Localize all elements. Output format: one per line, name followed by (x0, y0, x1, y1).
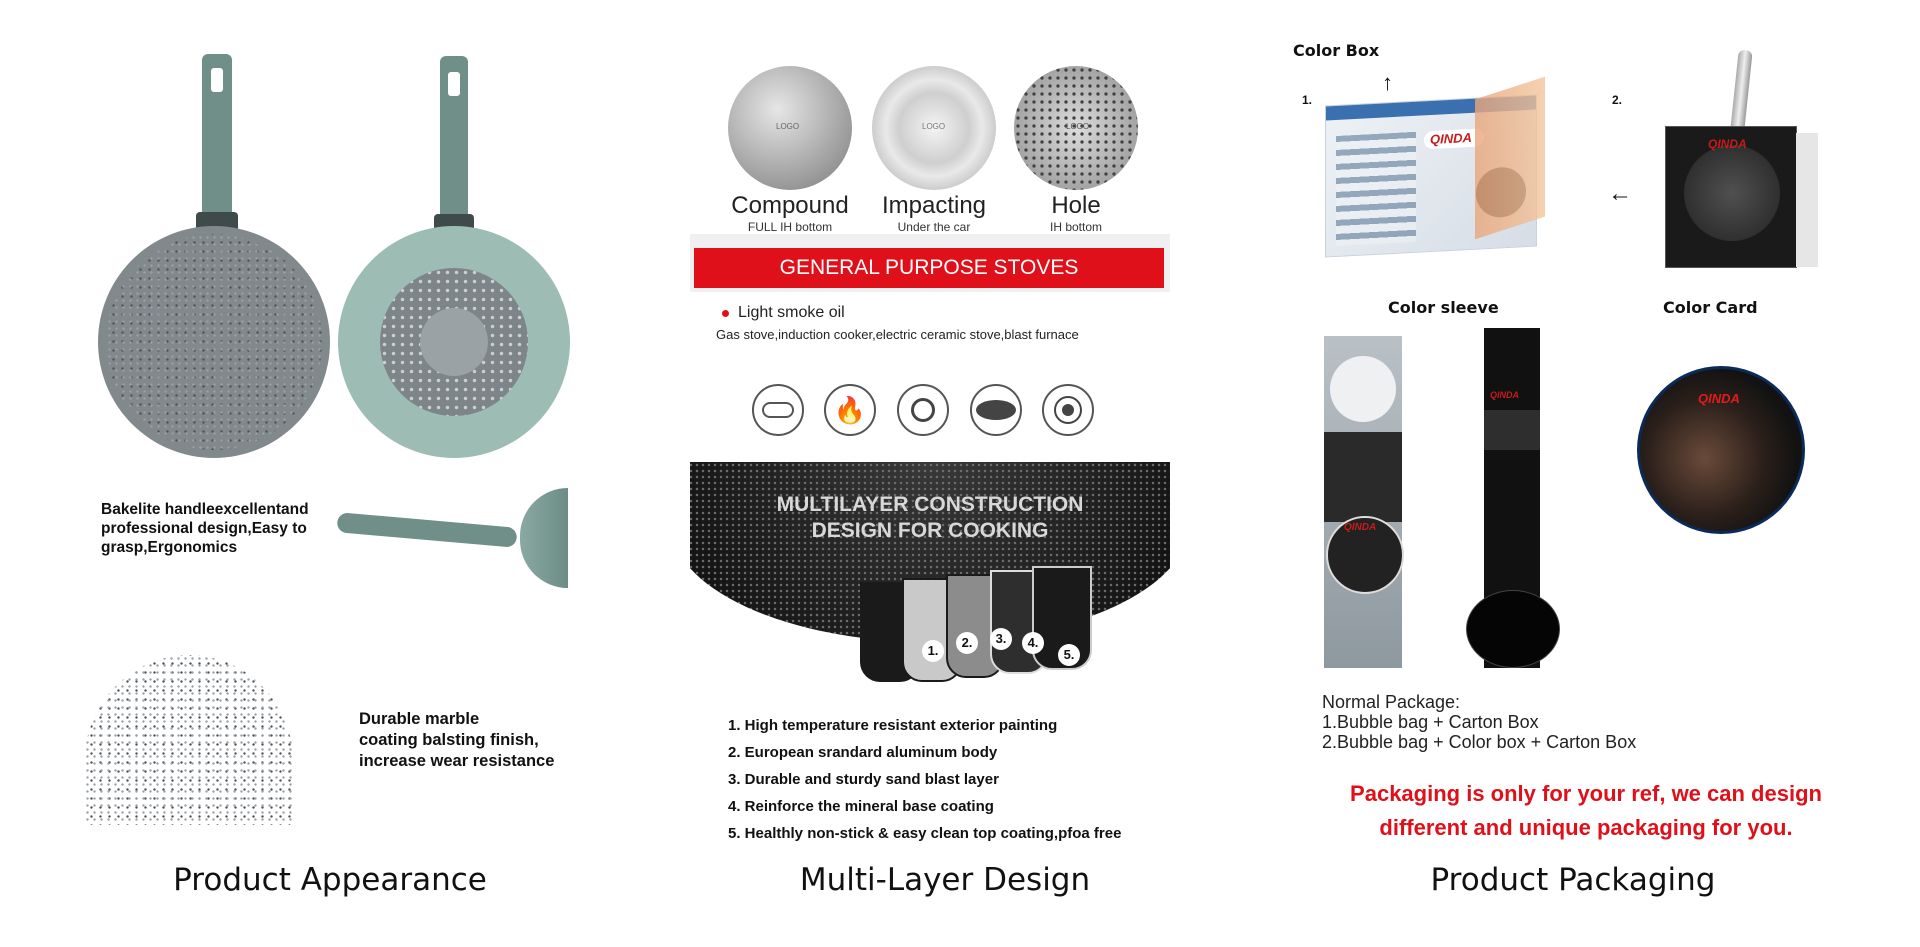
layer-list-item: 1. High temperature resistant exterior p… (728, 717, 1058, 734)
section-caption: Product Packaging (1430, 862, 1716, 898)
handle-text-line: grasp,Ergonomics (101, 539, 238, 556)
left-arrow-icon: ← (1608, 180, 1632, 207)
handle-text-line: professional design,Easy to (101, 520, 307, 537)
oil-text: Light smoke oil (738, 304, 845, 321)
coating-text-line: increase wear resistance (359, 752, 555, 770)
logo-mark: LOGO (922, 122, 946, 131)
induction-coil-icon (752, 384, 804, 436)
brand-logo: QINDA (1430, 129, 1472, 148)
layer-list-item: 3. Durable and sturdy sand blast layer (728, 771, 999, 788)
pan-side-view (520, 488, 568, 588)
hole-bottom-disc (1014, 66, 1138, 190)
electric-hob-icon (1042, 384, 1094, 436)
pan-base-center (420, 308, 488, 376)
logo-mark: LOGO (776, 122, 800, 131)
coating-text-line: coating balsting finish, (359, 731, 539, 749)
bottom-title: Compound (731, 192, 849, 219)
bottom-subtitle: FULL IH bottom (747, 220, 833, 234)
impacting-bottom-disc (872, 66, 996, 190)
color-box-2-image: QINDA (1665, 126, 1818, 268)
construction-title-line: MULTILAYER CONSTRUCTION (776, 493, 1084, 516)
layer-list-item: 5. Healthly non-stick & easy clean top c… (728, 825, 1122, 842)
gas-flame-icon: 🔥 (824, 384, 876, 436)
bottom-title: Hole (1051, 192, 1101, 219)
layer-number-badge: 4. (1022, 632, 1044, 654)
color-sleeve-black: QINDA (1466, 328, 1560, 668)
brand-logo: QINDA (1344, 522, 1377, 533)
coating-description: Durable marble coating balsting finish, … (359, 709, 554, 772)
layer-list-item: 4. Reinforce the mineral base coating (728, 798, 994, 815)
color-box-label: Color Box (1293, 41, 1380, 60)
color-box-side (1475, 76, 1545, 240)
color-sleeve-gray: QINDA (1324, 336, 1404, 668)
normal-package-line: 1.Bubble bag + Carton Box (1322, 712, 1539, 732)
handle-description: Bakelite handleexcellentand professional… (101, 500, 309, 557)
stoves-banner-bar: GENERAL PURPOSE STOVES (694, 248, 1164, 288)
packaging-note-line: different and unique packaging for you. (1379, 815, 1793, 840)
oil-bullet (722, 310, 729, 317)
construction-title-line: DESIGN FOR COOKING (811, 519, 1049, 542)
section-caption: Product Appearance (173, 862, 487, 898)
option-number: 2. (1612, 93, 1623, 107)
color-card-label: Color Card (1663, 298, 1758, 317)
ceramic-plate-icon (970, 384, 1022, 436)
pan-side-handle (336, 512, 518, 548)
bottom-subtitle: IH bottom (1049, 220, 1103, 234)
section-caption: Multi-Layer Design (799, 862, 1091, 898)
handle-text-line: Bakelite handleexcellentand (101, 501, 309, 518)
layer-number-badge: 1. (922, 640, 944, 662)
brand-logo: QINDA (1708, 137, 1747, 151)
bottom-title: Impacting (881, 192, 987, 219)
bottom-subtitle: Under the car (897, 220, 971, 234)
normal-package-line: 2.Bubble bag + Color box + Carton Box (1322, 732, 1637, 752)
color-card-image: QINDA (1637, 366, 1805, 534)
packaging-note-line: Packaging is only for your ref, we can d… (1350, 781, 1822, 806)
up-arrow-icon: ↑ (1382, 70, 1393, 95)
gas-burner-icon (897, 384, 949, 436)
stoves-list-text: Gas stove,induction cooker,electric cera… (716, 327, 1079, 342)
brand-logo: QINDA (1490, 390, 1519, 400)
handle-hole (448, 72, 460, 96)
brand-logo: QINDA (1698, 391, 1740, 406)
coating-text-line: Durable marble (359, 710, 480, 728)
logo-mark: LOGO (1066, 122, 1090, 131)
pan-marble-interior (106, 234, 322, 450)
color-sleeve-label: Color sleeve (1388, 298, 1499, 317)
normal-package-title: Normal Package: (1322, 692, 1461, 712)
construction-image (690, 462, 1170, 702)
packaging-note: Packaging is only for your ref, we can d… (1316, 777, 1856, 845)
layer-number-badge: 5. (1058, 644, 1080, 666)
layer-list-item: 2. European srandard aluminum body (728, 744, 998, 761)
construction-title: MULTILAYER CONSTRUCTION DESIGN FOR COOKI… (690, 492, 1170, 544)
layer-number-badge: 3. (990, 628, 1012, 650)
layer-number-badge: 2. (956, 632, 978, 654)
compound-bottom-disc (728, 66, 852, 190)
marble-coating-closeup (84, 655, 294, 825)
compound-label: Compound FULL IH bottom (720, 192, 860, 234)
option-number: 1. (1302, 93, 1313, 107)
handle-hole (211, 68, 223, 92)
impacting-label: Impacting Under the car (864, 192, 1004, 234)
hole-label: Hole IH bottom (1006, 192, 1146, 234)
